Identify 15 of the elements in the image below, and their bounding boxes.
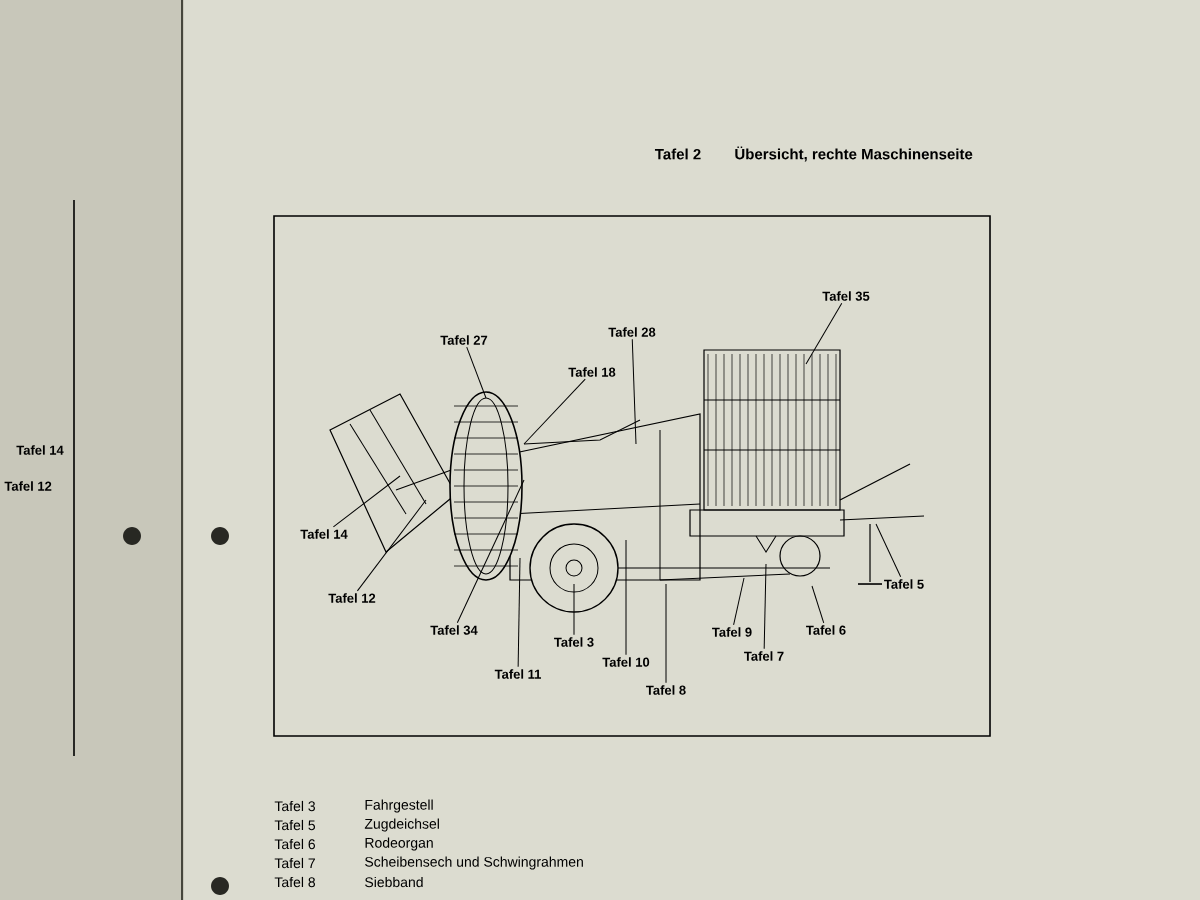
leader-line: [631, 338, 637, 445]
leader-line: [733, 577, 745, 626]
leader-line: [665, 583, 667, 684]
leader-line: [523, 378, 586, 445]
leader-line: [875, 523, 902, 578]
leader-line: [332, 475, 401, 528]
leader-line: [517, 557, 521, 668]
leader-line: [456, 479, 525, 624]
leader-line: [356, 499, 427, 592]
leader-line: [466, 346, 487, 399]
leader-line: [811, 585, 825, 624]
leader-line: [763, 563, 767, 650]
leader-line: [625, 539, 627, 656]
leader-line: [573, 583, 575, 636]
leader-line: [805, 302, 843, 365]
